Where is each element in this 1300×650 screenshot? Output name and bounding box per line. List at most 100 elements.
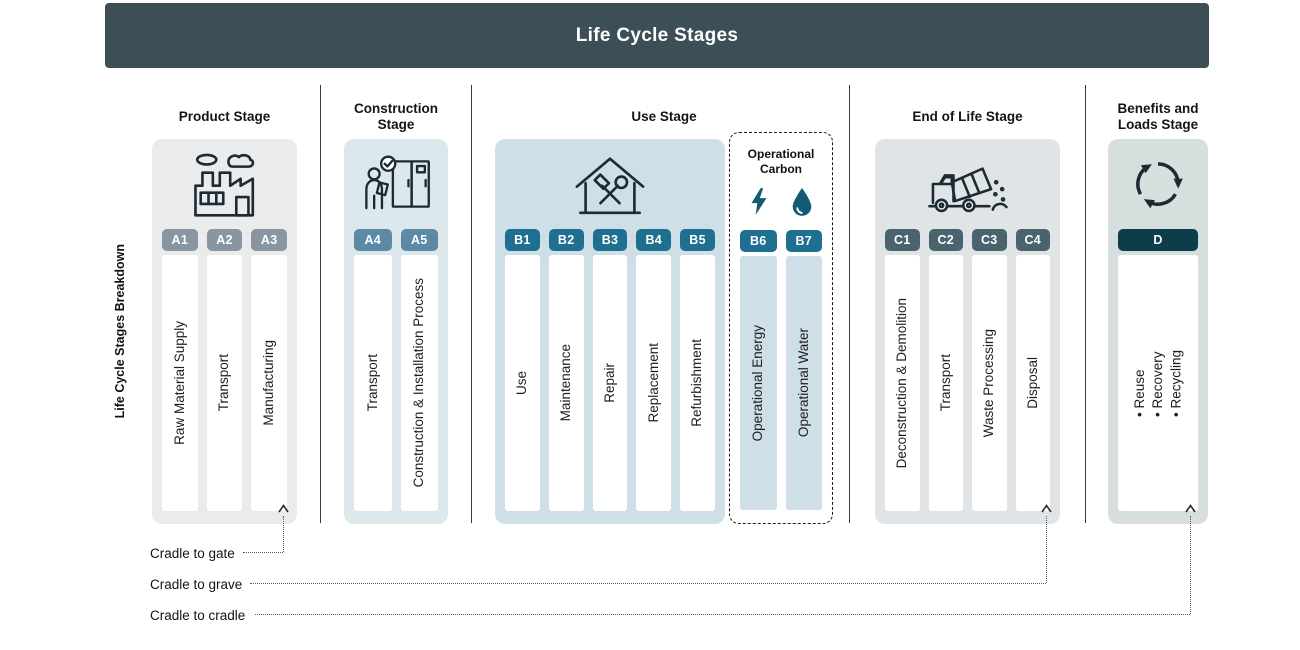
lightning-icon <box>749 187 769 221</box>
page-title: Life Cycle Stages <box>575 24 739 46</box>
benefits-loads-stage-container: D • Reuse• Recovery• Recycling <box>1108 139 1208 524</box>
stage-code-A3: A3 <box>251 229 288 251</box>
product-stage-title: Product Stage <box>178 109 271 125</box>
stage-code-C4: C4 <box>1015 229 1050 251</box>
column-body-B7: Operational Water <box>785 256 822 510</box>
column-body-B3: Repair <box>592 255 628 511</box>
column-label-B7: Operational Water <box>795 328 811 438</box>
column-label-C2: Transport <box>937 354 953 412</box>
stage-code-A4: A4 <box>354 229 392 251</box>
dump-truck-icon <box>875 139 1060 229</box>
column-label-C3: Waste Processing <box>981 328 997 438</box>
column-body-A5: Construction & Installation Process <box>400 255 438 511</box>
cradle-to-grave-label: Cradle to grave <box>150 577 243 592</box>
benefits-loads-stage-columns: D • Reuse• Recovery• Recycling <box>1118 229 1198 511</box>
column-label-B4: Replacement <box>645 343 661 423</box>
column-label-A5: Construction & Installation Process <box>411 278 427 488</box>
construction-worker-icon <box>344 139 448 229</box>
stage-code-A2: A2 <box>206 229 243 251</box>
stage-code-B3: B3 <box>592 229 628 251</box>
bullet-item: • Reuse <box>1131 368 1147 417</box>
header-bar: Life Cycle Stages <box>105 3 1209 68</box>
column-label-B2: Maintenance <box>558 344 574 422</box>
stage-code-B7: B7 <box>785 230 822 252</box>
column-body-C3: Waste Processing <box>972 255 1007 511</box>
cradle-to-cradle-dotted-line <box>1190 516 1191 614</box>
house-repair-icon <box>495 139 725 229</box>
construction-stage-title: Construction Stage <box>354 101 438 132</box>
benefits-loads-stage-containers: D • Reuse• Recovery• Recycling <box>1108 139 1208 524</box>
column-body-B2: Maintenance <box>548 255 584 511</box>
water-drop-icon <box>791 187 813 221</box>
column-label-B3: Repair <box>601 363 617 403</box>
column-body-B1: Use <box>505 255 540 511</box>
column-body-D: • Reuse• Recovery• Recycling <box>1118 255 1198 511</box>
stage-code-C3: C3 <box>972 229 1007 251</box>
stage-code-C1: C1 <box>885 229 920 251</box>
stage-code-B6: B6 <box>740 230 777 252</box>
stage-code-B1: B1 <box>505 229 540 251</box>
column-label-D: • Reuse• Recovery• Recycling <box>1131 350 1186 417</box>
bullet-item: • Recovery <box>1149 351 1165 417</box>
column-body-A4: Transport <box>354 255 392 511</box>
stage-divider <box>1085 85 1086 523</box>
cradle-to-cradle-dotted-line <box>255 614 1190 615</box>
column-body-C2: Transport <box>928 255 963 511</box>
benefits-loads-stage-title: Benefits and Loads Stage <box>1117 101 1199 132</box>
stage-code-B5: B5 <box>680 229 715 251</box>
bullet-item: • Recycling <box>1168 349 1184 417</box>
breakdown-axis-label: Life Cycle Stages Breakdown <box>113 244 127 419</box>
column-label-B1: Use <box>514 370 530 395</box>
column-body-B4: Replacement <box>636 255 672 511</box>
column-D: D • Reuse• Recovery• Recycling <box>1118 229 1198 511</box>
cradle-to-cradle-label: Cradle to cradle <box>150 608 246 623</box>
up-arrow-icon <box>1041 504 1052 513</box>
factory-icon <box>152 139 297 229</box>
stage-code-D: D <box>1118 229 1198 251</box>
stage-code-A5: A5 <box>400 229 438 251</box>
stage-divider <box>471 85 472 523</box>
stage-code-B2: B2 <box>548 229 584 251</box>
cradle-to-grave-dotted-line <box>250 583 1046 584</box>
column-body-C1: Deconstruction & Demolition <box>885 255 920 511</box>
column-label-A1: Raw Material Supply <box>171 321 187 445</box>
recycling-icon <box>1108 139 1208 229</box>
cradle-to-gate-dotted-line <box>243 552 283 553</box>
column-label-A4: Transport <box>364 354 380 412</box>
column-body-C4: Disposal <box>1015 255 1050 511</box>
column-label-C4: Disposal <box>1024 357 1040 409</box>
